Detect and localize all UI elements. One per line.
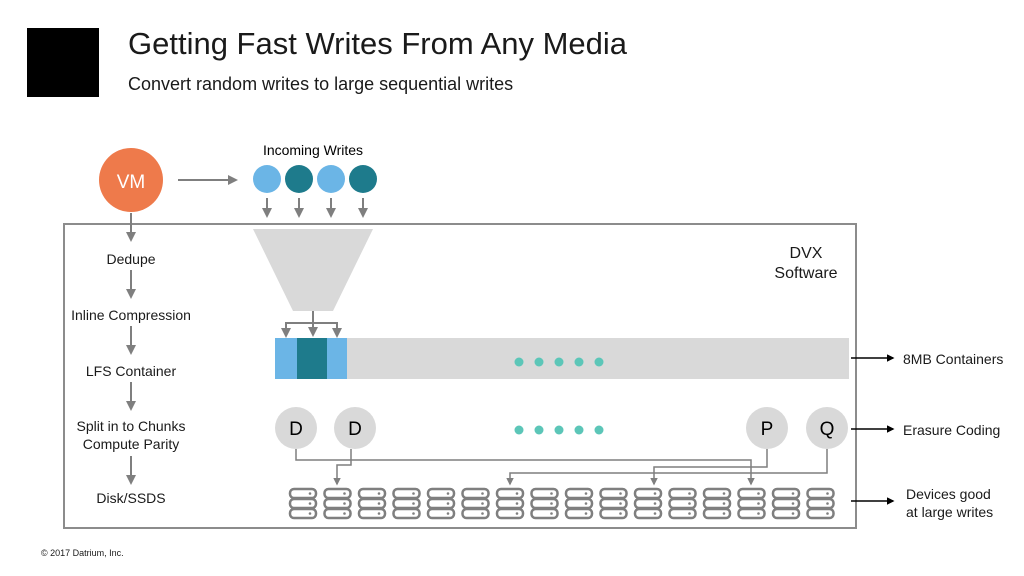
step-compute-parity: Compute Parity xyxy=(82,436,180,452)
step-lfs-container: LFS Container xyxy=(85,363,177,379)
disk-icon xyxy=(426,487,456,520)
incoming-write-1 xyxy=(253,165,281,193)
disk-row xyxy=(288,487,835,520)
copyright-footer: © 2017 Datrium, Inc. xyxy=(41,548,124,558)
container-dot xyxy=(514,357,524,367)
disk-icon xyxy=(461,487,490,520)
chunk-d-1 xyxy=(275,407,317,449)
chunk-to-disk-connectors xyxy=(295,449,828,486)
disk-icon xyxy=(771,487,801,520)
disk-icon xyxy=(530,487,559,520)
incoming-write-2 xyxy=(285,165,313,193)
containers-annotation: 8MB Containers xyxy=(903,351,1004,367)
disk-icon xyxy=(288,487,318,520)
funnel xyxy=(253,229,373,311)
disk-icon xyxy=(633,487,663,520)
container-segment-3 xyxy=(327,338,347,379)
company-logo xyxy=(27,28,99,97)
incoming-write-4 xyxy=(349,165,377,193)
disk-icon xyxy=(599,487,628,520)
container-segment-1 xyxy=(275,338,297,379)
dvx-label-line2: Software xyxy=(774,265,838,282)
container-dot xyxy=(574,357,584,367)
step-split-chunks: Split in to Chunks xyxy=(76,418,186,434)
disk-icon xyxy=(737,487,766,520)
erasure-annotation: Erasure Coding xyxy=(903,422,1001,438)
chunk-q xyxy=(806,407,848,449)
disk-icon xyxy=(357,487,387,520)
chunk-d-1-label: D xyxy=(289,419,303,440)
lfs-container-bar xyxy=(275,338,849,379)
funnel-branch xyxy=(285,322,338,336)
step-disk-ssds: Disk/SSDS xyxy=(96,490,166,506)
chunk-d-2-label: D xyxy=(348,419,362,440)
vm-label: VM xyxy=(117,172,146,193)
disk-icon xyxy=(564,487,594,520)
container-segment-2 xyxy=(297,338,327,379)
container-dot xyxy=(554,357,564,367)
incoming-write-3 xyxy=(317,165,345,193)
dvx-label-line1: DVX xyxy=(789,245,823,262)
devices-annotation-line1: Devices good xyxy=(906,486,991,502)
chunk-dot xyxy=(574,425,584,435)
container-dot xyxy=(594,357,604,367)
container-dot xyxy=(534,357,544,367)
devices-annotation-line2: at large writes xyxy=(906,504,994,520)
slide-title: Getting Fast Writes From Any Media xyxy=(128,26,628,61)
incoming-writes-label: Incoming Writes xyxy=(263,142,363,158)
disk-icon xyxy=(392,487,421,520)
chunk-dot xyxy=(594,425,604,435)
chunk-dot xyxy=(534,425,544,435)
chunk-dot xyxy=(514,425,524,435)
disk-icon xyxy=(702,487,732,520)
disk-icon xyxy=(323,487,352,520)
vm-circle xyxy=(99,148,163,212)
chunk-d-2 xyxy=(334,407,376,449)
disk-icon xyxy=(495,487,525,520)
chunk-q-label: Q xyxy=(820,419,835,440)
chunk-p xyxy=(746,407,788,449)
slide-subtitle: Convert random writes to large sequentia… xyxy=(128,74,514,94)
chunk-dot xyxy=(554,425,564,435)
step-dedupe: Dedupe xyxy=(106,251,156,267)
disk-icon xyxy=(668,487,697,520)
chunk-p-label: P xyxy=(761,419,774,440)
step-inline-compression: Inline Compression xyxy=(71,307,191,323)
disk-icon xyxy=(806,487,835,520)
dvx-software-box xyxy=(63,223,857,529)
